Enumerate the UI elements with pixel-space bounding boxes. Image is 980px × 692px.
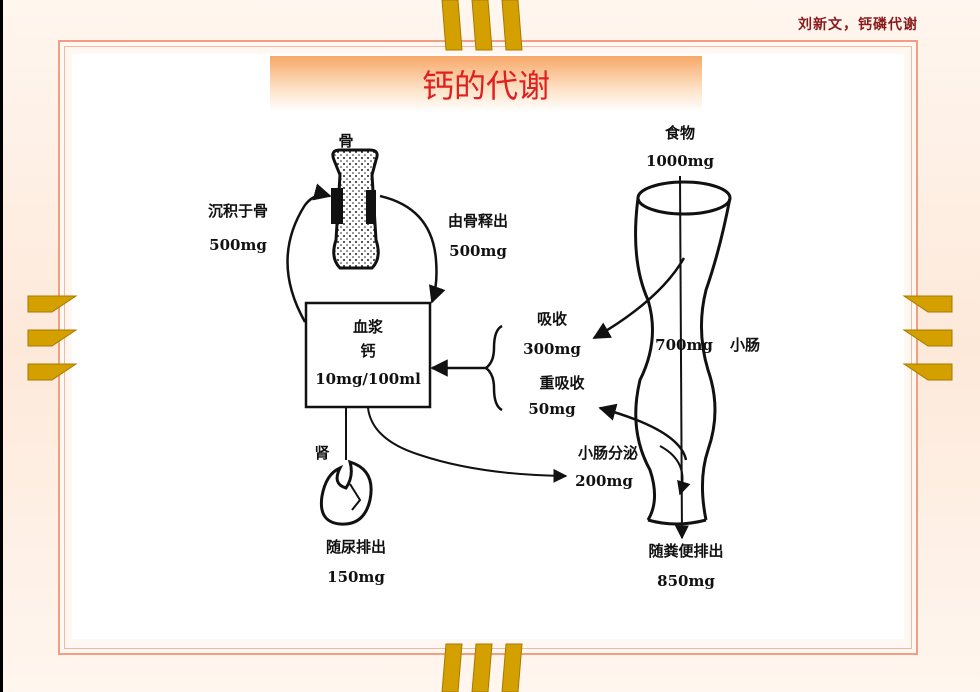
bottom-ornament-stripe-3 xyxy=(501,643,523,692)
right-ornament-tab-2 xyxy=(902,329,953,347)
kidney-illustration xyxy=(319,459,373,526)
slide-left-border xyxy=(0,0,3,692)
release-arrow xyxy=(379,194,446,304)
top-ornament-stripe-1 xyxy=(441,0,463,51)
intestine-label: 小肠 xyxy=(730,336,760,354)
secretion-amount: 200mg xyxy=(575,472,633,490)
feces-amount: 850mg xyxy=(657,572,715,590)
feces-label: 随粪便排出 xyxy=(648,542,723,560)
deposit-amount: 500mg xyxy=(209,236,267,254)
release-label: 由骨释出 xyxy=(448,212,508,230)
food-label: 食物 xyxy=(665,124,695,142)
bottom-ornament-stripe-1 xyxy=(441,643,463,692)
secretion-into-intestine-arrow xyxy=(659,445,691,496)
urine-label: 随尿排出 xyxy=(326,538,386,556)
secretion-label: 小肠分泌 xyxy=(578,444,638,462)
diagram-canvas xyxy=(72,54,904,639)
absorb-label: 吸收 xyxy=(537,310,567,328)
plasma-label-line1: 血浆 xyxy=(353,318,384,336)
reabsorption-arrow xyxy=(598,403,688,461)
top-ornament-stripe-3 xyxy=(501,0,523,51)
left-ornament-tab-2 xyxy=(27,329,78,347)
release-amount: 500mg xyxy=(449,242,507,260)
plasma-box xyxy=(304,301,432,409)
bone-illustration xyxy=(331,148,380,270)
input-brace xyxy=(483,324,503,412)
secretion-arrow xyxy=(367,407,568,483)
reabsorb-amount: 50mg xyxy=(528,400,576,418)
absorption-arrow xyxy=(592,257,686,340)
food-amount: 1000mg xyxy=(646,152,715,170)
absorb-amount: 300mg xyxy=(523,340,581,358)
bone-label: 骨 xyxy=(338,132,353,150)
deposit-arrow xyxy=(286,183,332,323)
reabsorb-label: 重吸收 xyxy=(539,374,584,392)
left-ornament-tab-1 xyxy=(27,295,78,313)
deposit-label: 沉积于骨 xyxy=(208,202,268,220)
plasma-label-line2: 钙 xyxy=(360,342,375,360)
right-ornament-tab-3 xyxy=(902,363,953,381)
slide-title: 钙的代谢 xyxy=(421,67,550,105)
right-ornament-tab-1 xyxy=(902,295,953,313)
kidney-label: 肾 xyxy=(314,444,329,462)
urine-amount: 150mg xyxy=(327,568,385,586)
plasma-concentration: 10mg/100ml xyxy=(315,370,421,388)
top-ornament-stripe-2 xyxy=(471,0,493,51)
intestine-amount: 700mg xyxy=(655,336,713,354)
title-bar: 钙的代谢 xyxy=(270,56,702,112)
intestine-illustration xyxy=(634,180,732,526)
author-caption: 刘新文，钙磷代谢 xyxy=(798,17,918,33)
bottom-ornament-stripe-2 xyxy=(471,643,493,692)
left-ornament-tab-3 xyxy=(27,363,78,381)
